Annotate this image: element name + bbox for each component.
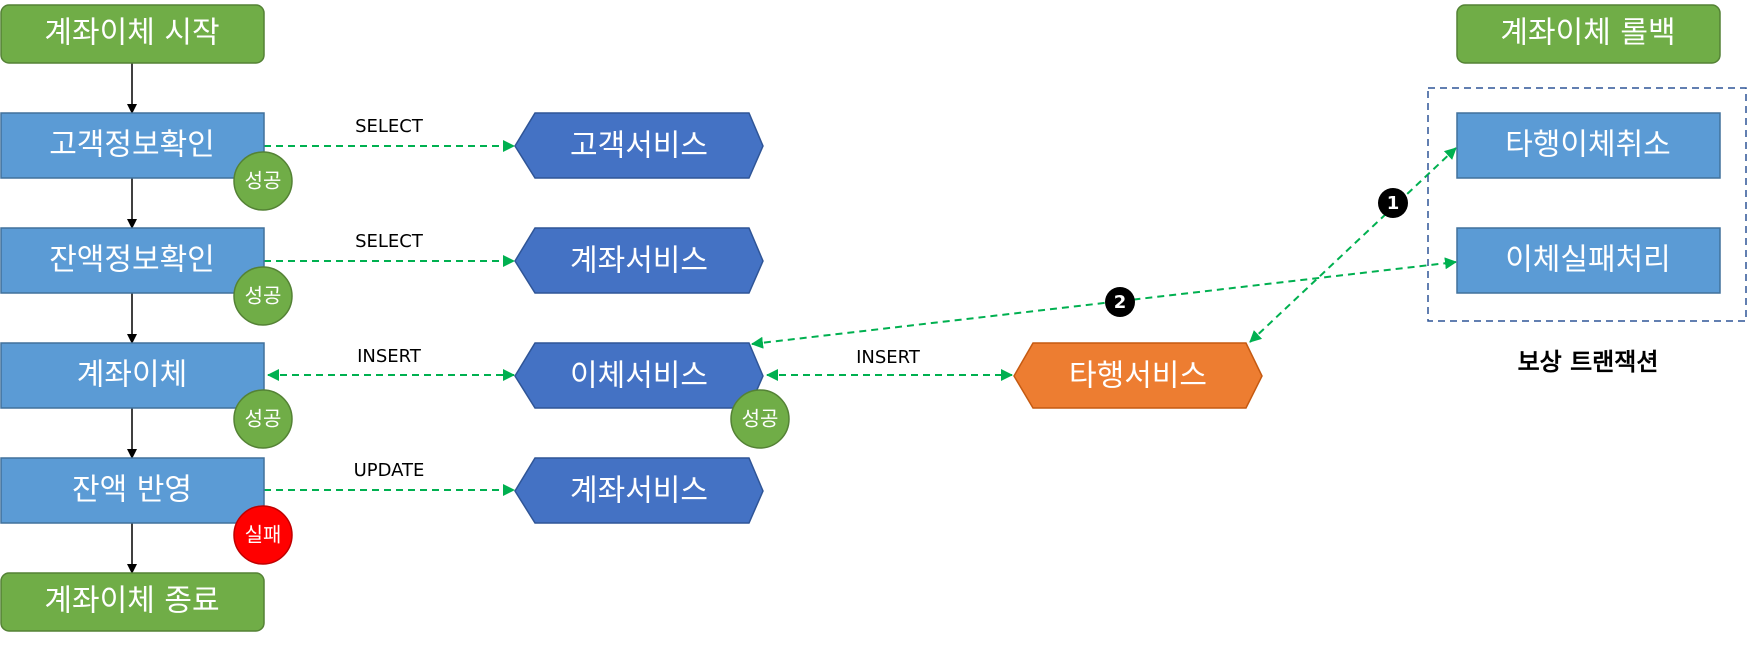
service-account-2: 계좌서비스: [514, 457, 764, 524]
badge-success-1: 성공: [233, 151, 293, 211]
process-customer-check-label: 고객정보확인: [49, 128, 215, 163]
service-customer: 고객서비스: [514, 112, 764, 179]
op-label-select-2: SELECT: [355, 231, 424, 252]
compensation-group-border: [1427, 87, 1747, 322]
rollback-cancel-label: 타행이체취소: [1505, 128, 1671, 163]
step-marker-2-label: 2: [1114, 292, 1127, 313]
terminal-rollback: 계좌이체 롤백: [1456, 4, 1721, 64]
badge-fail: 실패: [233, 505, 293, 565]
op-label-insert-2: INSERT: [856, 347, 921, 368]
process-transfer: 계좌이체: [0, 342, 265, 409]
terminal-end-label: 계좌이체 종료: [44, 584, 219, 619]
badge-fail-label: 실패: [245, 523, 282, 547]
terminal-end: 계좌이체 종료: [0, 572, 265, 632]
service-customer-label: 고객서비스: [570, 129, 708, 164]
process-balance-check: 잔액정보확인: [0, 227, 265, 294]
badge-success-2-label: 성공: [245, 284, 282, 308]
rollback-cancel-box: 타행이체취소: [1456, 112, 1721, 179]
compensation-caption: 보상 트랜잭션: [1518, 348, 1659, 376]
badge-success-3-label: 성공: [245, 407, 282, 431]
arrow-rollback-2: [751, 257, 1457, 349]
step-marker-1: 1: [1378, 188, 1408, 218]
service-arrows: [264, 140, 1457, 496]
terminal-rollback-label: 계좌이체 롤백: [1500, 16, 1675, 51]
op-label-update: UPDATE: [354, 460, 425, 481]
service-account-2-label: 계좌서비스: [570, 474, 708, 509]
process-transfer-label: 계좌이체: [77, 358, 187, 393]
badge-success-1-label: 성공: [245, 169, 282, 193]
badge-success-2: 성공: [233, 266, 293, 326]
process-balance-update-label: 잔액 반영: [72, 473, 192, 508]
op-label-select-1: SELECT: [355, 116, 424, 137]
terminal-start: 계좌이체 시작: [0, 4, 265, 64]
rollback-fail-box: 이체실패처리: [1456, 227, 1721, 294]
step-marker-2: 2: [1105, 287, 1135, 317]
badge-success-3: 성공: [233, 389, 293, 449]
service-transfer: 이체서비스: [514, 342, 764, 409]
service-account-1: 계좌서비스: [514, 227, 764, 294]
badge-success-5: 성공: [730, 389, 790, 449]
terminal-start-label: 계좌이체 시작: [44, 16, 219, 51]
rollback-fail-label: 이체실패처리: [1505, 243, 1671, 278]
process-customer-check: 고객정보확인: [0, 112, 265, 179]
step-marker-1-label: 1: [1387, 193, 1400, 214]
service-account-1-label: 계좌서비스: [570, 244, 708, 279]
process-balance-update: 잔액 반영: [0, 457, 265, 524]
service-other-bank-label: 타행서비스: [1069, 359, 1207, 394]
arrow-rollback-1: [1249, 147, 1457, 343]
service-other-bank: 타행서비스: [1013, 342, 1263, 409]
process-balance-check-label: 잔액정보확인: [49, 243, 215, 278]
op-label-insert-1: INSERT: [357, 346, 422, 367]
badge-success-5-label: 성공: [742, 407, 779, 431]
service-transfer-label: 이체서비스: [570, 359, 708, 394]
